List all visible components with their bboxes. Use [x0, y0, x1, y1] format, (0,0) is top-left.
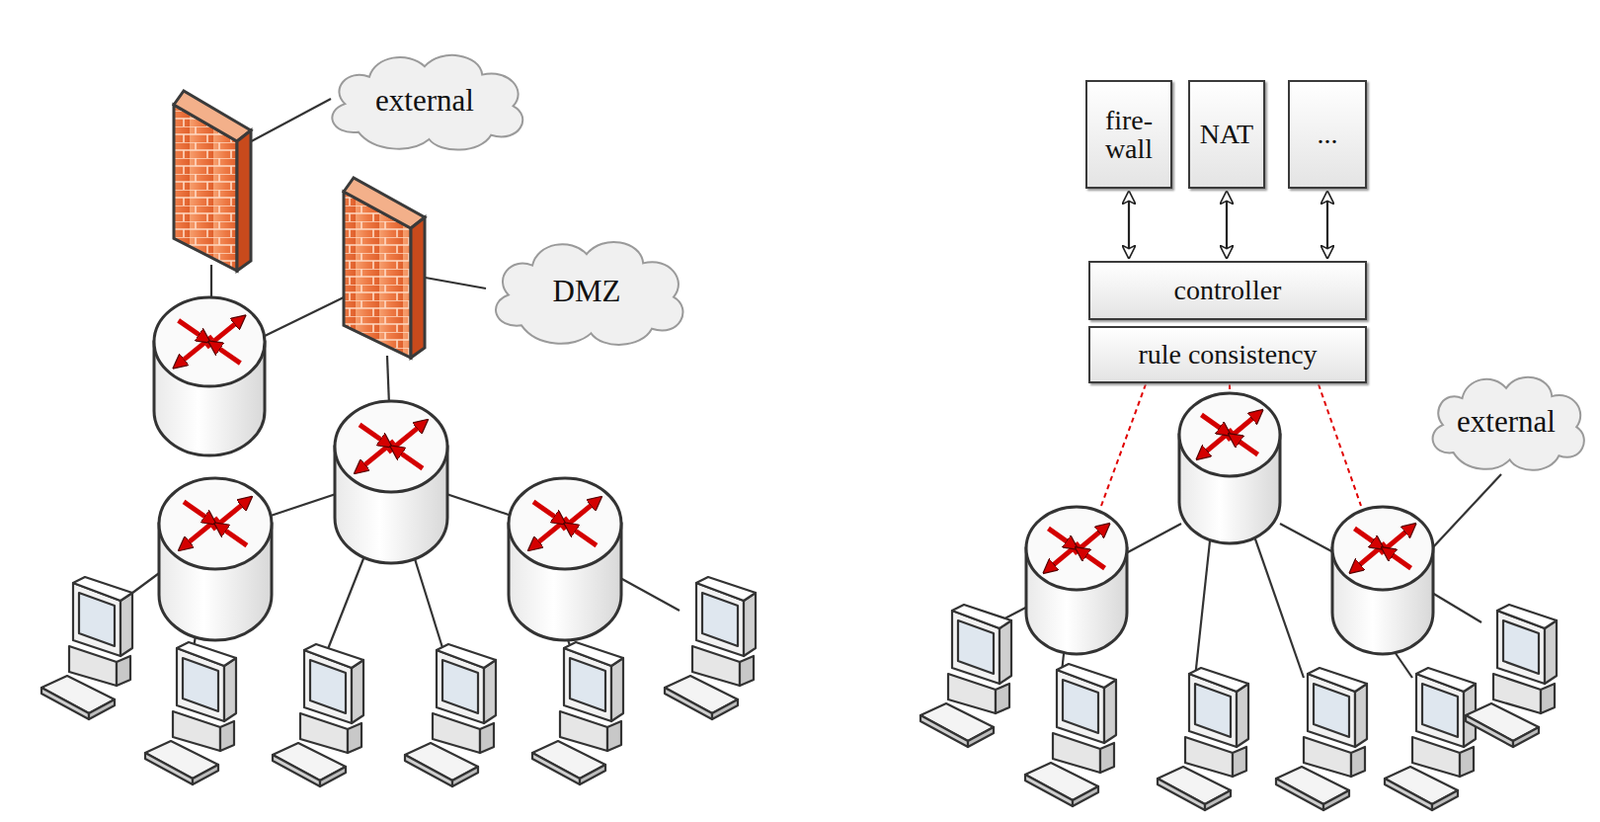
router-icon [1179, 393, 1280, 544]
node-label: external [375, 82, 475, 119]
pc-icon [41, 576, 133, 720]
link-line [620, 577, 680, 611]
router-icon [508, 478, 622, 640]
link-line [1432, 474, 1502, 549]
controller-box: controller [1088, 260, 1367, 320]
firewall-icon [343, 177, 425, 358]
function-box: ... [1287, 80, 1367, 189]
pc-icon [272, 643, 364, 787]
node-label: NAT [1200, 119, 1254, 149]
link-line [1101, 384, 1146, 506]
link-line [446, 493, 512, 516]
node-label: external [1456, 403, 1556, 440]
module-box: rule consistency [1088, 325, 1367, 384]
link-line [241, 98, 331, 147]
router-icon [159, 478, 272, 640]
node-label: rule consistency [1137, 339, 1317, 369]
pc-icon [664, 576, 756, 720]
node-label: DMZ [553, 273, 622, 310]
pc-icon [1157, 667, 1249, 810]
pc-icon [1384, 667, 1476, 810]
pc-icon [404, 643, 496, 787]
pc-icon [920, 604, 1012, 747]
link-line [1318, 384, 1361, 506]
pc-icon [1465, 604, 1557, 747]
link-line [270, 493, 336, 516]
router-icon [1026, 506, 1127, 654]
cloud-region: DMZ [478, 229, 696, 354]
firewall-icon [173, 90, 251, 271]
pc-icon [532, 641, 624, 785]
router-icon [1332, 506, 1434, 654]
function-box: NAT [1188, 80, 1266, 189]
pc-icon [1276, 667, 1367, 810]
node-label: ... [1317, 119, 1339, 149]
double-arrow [1326, 191, 1329, 258]
node-label: fire- wall [1087, 105, 1171, 164]
function-box: fire- wall [1085, 80, 1173, 189]
link-line [1280, 523, 1336, 554]
cloud-region: external [1418, 365, 1595, 479]
router-icon [154, 297, 265, 456]
link-line [1125, 523, 1182, 554]
pc-icon [145, 641, 237, 785]
double-arrow [1127, 191, 1130, 258]
node-label: controller [1174, 275, 1282, 305]
double-arrow [1225, 191, 1228, 258]
cloud-region: external [314, 43, 536, 159]
router-icon [334, 400, 448, 563]
link-line [1432, 592, 1482, 623]
pc-icon [1025, 663, 1117, 806]
link-line [419, 276, 486, 289]
link-line [264, 296, 346, 336]
link-line [387, 355, 390, 405]
